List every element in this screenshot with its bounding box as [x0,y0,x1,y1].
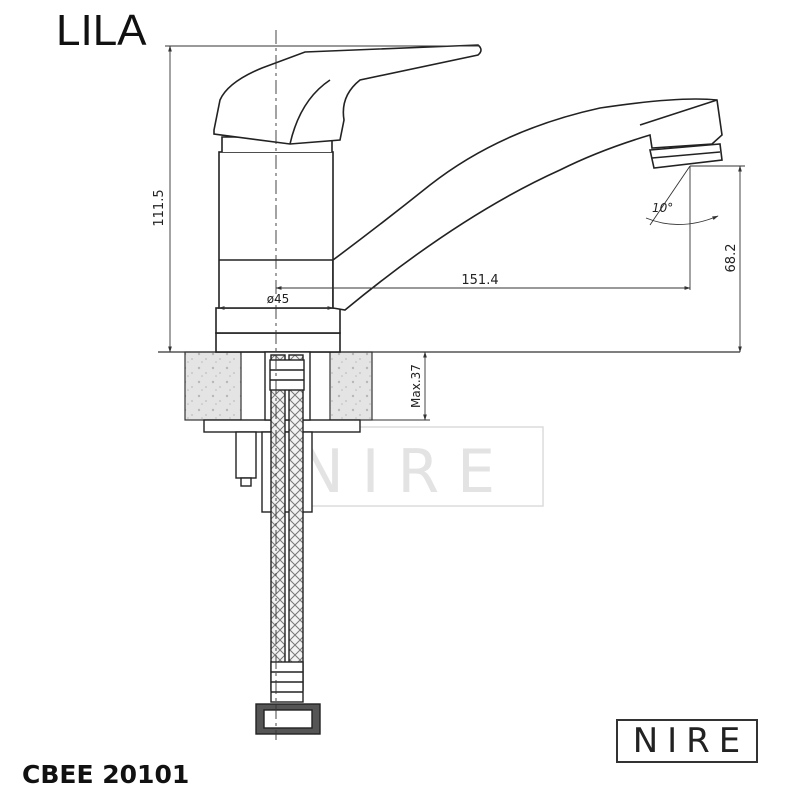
countertop [158,351,740,421]
faucet-body [213,44,723,353]
dimension-lines [165,45,745,421]
dim-max-counter: Max.37 [409,364,423,408]
brand-logo: NIRE [616,719,758,763]
dim-spout-height: 68.2 [724,244,739,273]
dim-spout-angle: 10° [652,201,673,215]
dimension-labels: 111.5 68.2 151.4 ø45 Max.37 10° [152,189,739,408]
dim-spout-reach: 151.4 [461,273,498,288]
product-name: LILA [56,6,147,55]
dim-base-diameter: ø45 [267,292,290,306]
dim-body-height: 111.5 [152,189,167,226]
brand-text: NIRE [632,721,750,761]
watermark-text: NIRE [299,437,513,507]
watermark: NIRE [271,426,544,507]
model-code: CBEE 20101 [22,760,190,789]
